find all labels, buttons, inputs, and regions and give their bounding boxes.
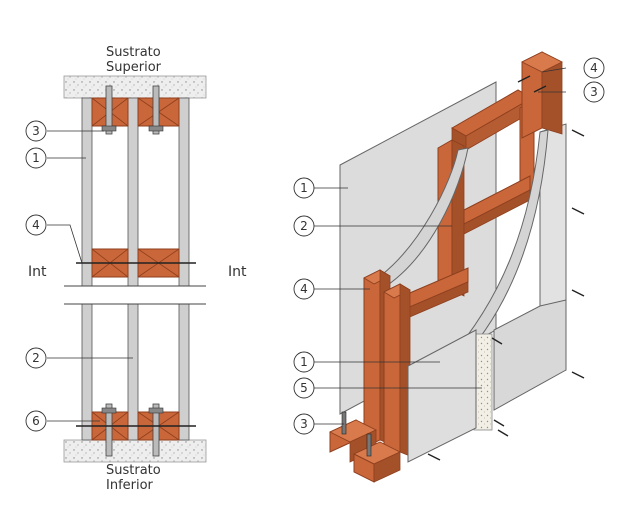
svg-text:4: 4 xyxy=(300,282,308,296)
callout-1-lower: 1 xyxy=(293,351,315,373)
section-diagram: Sustrato Superior Sustrato Inferior Int … xyxy=(25,45,247,493)
callout-3-top-right: 3 xyxy=(583,81,605,103)
right-front-board xyxy=(493,299,567,411)
svg-text:4: 4 xyxy=(32,218,40,232)
callout-6-left: 6 xyxy=(25,410,47,432)
interior-label-left: Int xyxy=(28,264,47,280)
svg-text:1: 1 xyxy=(32,151,40,165)
board-mid-top xyxy=(127,97,139,287)
board-mid-bottom xyxy=(127,303,139,441)
board-right-top xyxy=(178,97,190,287)
svg-text:2: 2 xyxy=(32,351,40,365)
front-stud-left xyxy=(363,269,381,449)
board-left-top xyxy=(81,97,93,287)
svg-text:4: 4 xyxy=(590,61,598,75)
svg-text:6: 6 xyxy=(32,414,40,428)
callout-4-top-right: 4 xyxy=(583,57,605,79)
svg-text:3: 3 xyxy=(590,85,598,99)
front-stud-right xyxy=(383,283,401,461)
svg-text:1: 1 xyxy=(300,181,308,195)
lower-substrate-label-1: Sustrato xyxy=(106,463,161,478)
svg-text:2: 2 xyxy=(300,219,308,233)
callout-2: 2 xyxy=(293,215,315,237)
callout-3-left: 3 xyxy=(25,120,47,142)
svg-text:3: 3 xyxy=(32,124,40,138)
lower-substrate-label-2: Inferior xyxy=(106,478,154,493)
upper-substrate-label-2: Superior xyxy=(106,60,162,75)
callout-3-bottom: 3 xyxy=(293,413,315,435)
interior-label-right: Int xyxy=(228,264,247,280)
insulation xyxy=(473,333,493,431)
callout-4-middle: 4 xyxy=(293,278,315,300)
callout-5: 5 xyxy=(293,377,315,399)
callout-2-left: 2 xyxy=(25,347,47,369)
upper-substrate xyxy=(63,75,207,99)
upper-substrate-label-1: Sustrato xyxy=(106,45,161,60)
isometric-diagram: 4 3 1 2 4 1 5 3 xyxy=(293,51,605,483)
front-gypsum-board xyxy=(407,329,477,463)
svg-text:1: 1 xyxy=(300,355,308,369)
callout-4-left: 4 xyxy=(25,214,47,236)
svg-text:5: 5 xyxy=(300,381,308,395)
svg-text:3: 3 xyxy=(300,417,308,431)
board-left-bottom xyxy=(81,303,93,441)
lower-substrate xyxy=(63,439,207,463)
board-right-bottom xyxy=(178,303,190,441)
callout-1-upper: 1 xyxy=(293,177,315,199)
callout-1-left: 1 xyxy=(25,147,47,169)
